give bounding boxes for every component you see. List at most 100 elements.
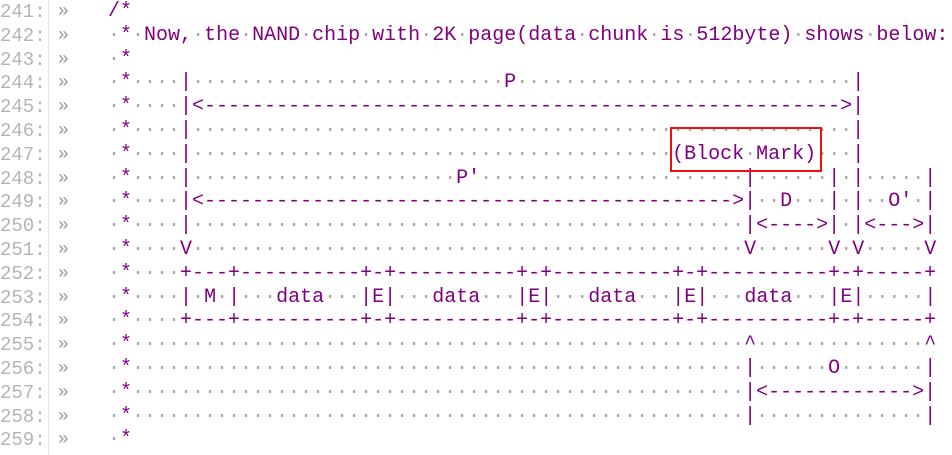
line-number: 258: <box>0 405 46 428</box>
whitespace-marker: ····· <box>864 166 925 190</box>
code-text: Now, <box>144 23 193 47</box>
code-text: | <box>852 190 865 214</box>
code-line[interactable]: ·*····|··························P······… <box>108 71 864 95</box>
line-number: 245: <box>0 96 46 119</box>
code-text: * <box>120 357 133 380</box>
code-text: | <box>852 142 865 166</box>
whitespace-marker: · <box>684 23 697 47</box>
whitespace-marker: · <box>108 333 121 357</box>
whitespace-marker: ····· <box>864 285 925 309</box>
code-text: | <box>744 357 757 380</box>
code-text: V <box>924 238 937 261</box>
tab-marker-icon: » <box>58 97 69 118</box>
whitespace-marker: ········································… <box>132 357 745 380</box>
code-text: * <box>120 95 133 119</box>
line-number: 259: <box>0 429 46 452</box>
line-number: 242: <box>0 24 46 47</box>
code-line[interactable]: ·*····|<--------------------------------… <box>108 95 864 119</box>
whitespace-marker: ···· <box>132 95 181 119</box>
code-text: * <box>120 285 133 309</box>
code-text: data <box>588 285 637 309</box>
code-line[interactable]: ·*····|·································… <box>108 143 864 167</box>
tab-marker-icon: » <box>58 121 69 141</box>
code-text: * <box>120 238 133 261</box>
code-text: | <box>924 404 937 428</box>
whitespace-marker: · <box>108 285 121 309</box>
code-line[interactable]: /* <box>108 0 132 24</box>
tab-marker-icon: » <box>58 49 69 70</box>
code-line[interactable]: ·*·Now,·the·NAND·chip·with·2K·page(data·… <box>108 24 948 48</box>
whitespace-marker: ······ <box>756 166 829 190</box>
code-text: chunk <box>588 23 649 47</box>
tab-marker-icon: » <box>58 287 69 308</box>
code-line[interactable]: ·*····V·································… <box>108 238 936 262</box>
code-text: * <box>120 47 133 71</box>
code-line[interactable]: ·*····|·M·|···data···|E|···data···|E|···… <box>108 286 936 310</box>
whitespace-marker: ········································… <box>192 214 745 238</box>
whitespace-marker: · <box>108 47 121 71</box>
whitespace-marker: ··· <box>324 285 361 309</box>
whitespace-marker: · <box>108 380 121 404</box>
code-line[interactable]: ·*····|······················P'·········… <box>108 167 936 191</box>
code-line[interactable]: ·* <box>108 428 132 452</box>
whitespace-marker: · <box>792 23 805 47</box>
line-number: 244: <box>0 72 46 95</box>
tab-marker-icon: » <box>58 311 69 332</box>
code-text: |E| <box>828 285 865 309</box>
code-line[interactable]: ·*······································… <box>108 357 936 381</box>
whitespace-marker: · <box>108 23 121 47</box>
whitespace-marker: ··· <box>708 285 745 309</box>
tab-marker-icon: » <box>58 2 69 22</box>
code-text: * <box>120 71 133 95</box>
code-text: |<--------------------------------------… <box>180 95 865 119</box>
whitespace-marker: · <box>576 23 589 47</box>
whitespace-marker: · <box>192 285 205 309</box>
code-line[interactable]: ·*····|·································… <box>108 119 864 143</box>
code-line[interactable]: ·*····|·································… <box>108 214 936 238</box>
code-text: * <box>120 214 133 238</box>
code-text: below: <box>876 23 949 47</box>
code-text: * <box>120 380 133 404</box>
whitespace-marker: ···· <box>132 261 181 285</box>
line-number-gutter <box>0 0 49 455</box>
whitespace-marker: · <box>108 357 121 380</box>
code-line[interactable]: ·*····|<--------------------------------… <box>108 190 936 214</box>
whitespace-marker: ········································… <box>132 333 745 357</box>
tab-marker-icon: » <box>58 382 69 403</box>
code-line[interactable]: ·* <box>108 48 132 72</box>
code-text: |<--------------------------------------… <box>180 190 757 214</box>
code-text: data <box>744 285 793 309</box>
code-line[interactable]: ·*····+---+----------+-+----------+-+---… <box>108 309 936 333</box>
code-text: |E| <box>516 285 553 309</box>
code-text: data <box>276 285 325 309</box>
whitespace-marker: ··· <box>636 285 673 309</box>
block-mark-highlight-box <box>670 127 822 172</box>
line-number: 251: <box>0 239 46 261</box>
code-text: V <box>852 238 865 261</box>
code-text: | <box>180 142 193 166</box>
whitespace-marker: · <box>108 214 121 238</box>
line-number: 250: <box>0 215 46 238</box>
whitespace-marker: ······· <box>840 357 925 380</box>
code-line[interactable]: ·*······································… <box>108 333 936 357</box>
code-text: V <box>744 238 757 261</box>
whitespace-marker: · <box>216 285 229 309</box>
code-line[interactable]: ·*····+---+----------+-+----------+-+---… <box>108 262 936 286</box>
code-text: | <box>180 166 193 190</box>
code-line[interactable]: ·*······································… <box>108 405 936 429</box>
whitespace-marker: · <box>108 95 121 119</box>
whitespace-marker: ···· <box>132 214 181 238</box>
code-text: shows <box>804 23 865 47</box>
code-text: is <box>660 23 685 47</box>
whitespace-marker: · <box>240 23 253 47</box>
whitespace-marker: ···· <box>132 238 181 261</box>
line-number: 248: <box>0 167 46 190</box>
whitespace-marker: · <box>648 23 661 47</box>
whitespace-marker: ···· <box>132 142 181 166</box>
tab-marker-icon: » <box>58 144 69 165</box>
code-line[interactable]: ·*······································… <box>108 381 936 405</box>
code-text: * <box>120 404 133 428</box>
code-text: | <box>828 166 841 190</box>
whitespace-marker: · <box>360 23 373 47</box>
code-text: NAND <box>252 23 301 47</box>
